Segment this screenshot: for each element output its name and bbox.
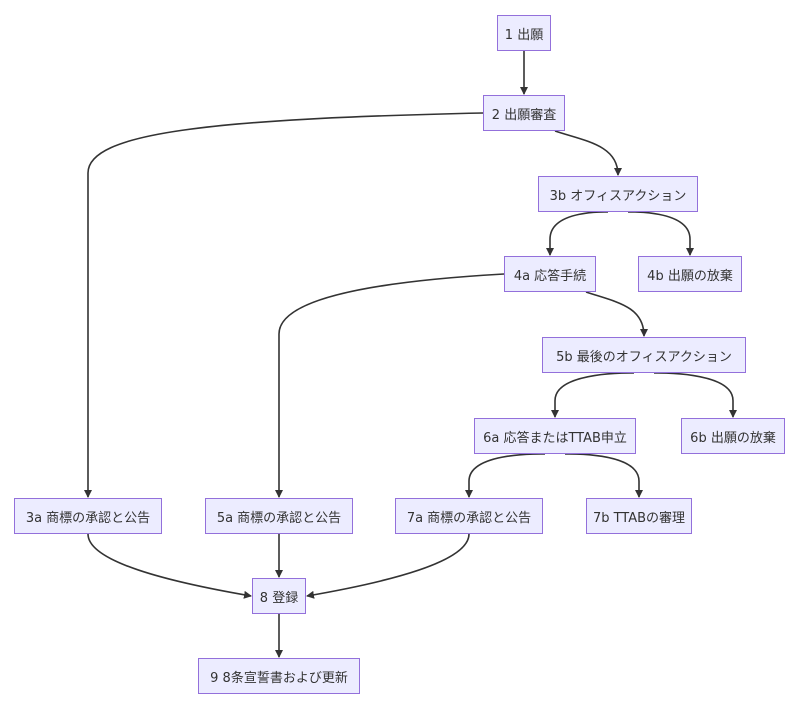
edge-n4a-to-n5b [585, 291, 648, 337]
edge-n4a-to-n5a [275, 273, 505, 498]
edge-n3b-to-n4a [546, 211, 609, 256]
node-approval-publication-7a[interactable]: 7a 商標の承認と公告 [395, 498, 543, 534]
edge-n6a-to-n7b [564, 453, 643, 498]
node-approval-publication-5a[interactable]: 5a 商標の承認と公告 [205, 498, 353, 534]
node-examination[interactable]: 2 出願審査 [483, 95, 565, 131]
edge-n7a-to-n8 [306, 533, 470, 599]
node-response-or-ttab-appeal[interactable]: 6a 応答またはTTAB申立 [474, 418, 636, 454]
node-section8-affidavit-renewal[interactable]: 9 8条宣誓書および更新 [198, 658, 360, 694]
edge-n2-to-n3a [84, 112, 484, 498]
node-approval-publication-3a[interactable]: 3a 商標の承認と公告 [14, 498, 162, 534]
node-abandonment-6b[interactable]: 6b 出願の放棄 [681, 418, 785, 454]
node-registration[interactable]: 8 登録 [252, 578, 306, 614]
edge-n6a-to-n7a [465, 453, 546, 498]
edge-n3a-to-n8 [87, 533, 252, 599]
node-application[interactable]: 1 出願 [497, 15, 551, 51]
edge-n5b-to-n6b [653, 372, 737, 418]
edge-n3b-to-n4b [627, 211, 694, 256]
node-abandonment-4b[interactable]: 4b 出願の放棄 [638, 256, 742, 292]
edge-n5b-to-n6a [551, 372, 635, 418]
node-office-action[interactable]: 3b オフィスアクション [538, 176, 698, 212]
node-ttab-review[interactable]: 7b TTABの審理 [586, 498, 692, 534]
edge-n2-to-n3b [554, 130, 622, 176]
node-final-office-action[interactable]: 5b 最後のオフィスアクション [542, 337, 746, 373]
node-response-procedure[interactable]: 4a 応答手続 [504, 256, 596, 292]
